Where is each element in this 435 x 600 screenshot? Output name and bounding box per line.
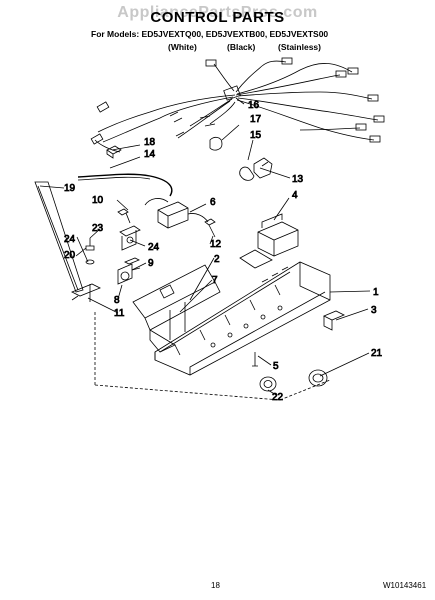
callout-24-right: 24 [148, 242, 160, 253]
finish-black: (Black) [227, 42, 256, 52]
callout-24-left: 24 [64, 234, 76, 245]
callout-5: 5 [273, 361, 279, 372]
watermark: AppliancePartsPros.com [117, 4, 318, 21]
callout-12: 12 [210, 239, 222, 250]
models-line: For Models: ED5JVEXTQ00, ED5JVEXTB00, ED… [91, 29, 329, 39]
finish-stainless: (Stainless) [278, 42, 321, 52]
callout-10: 10 [92, 195, 104, 206]
callout-4: 4 [292, 190, 298, 201]
screw-5 [252, 352, 258, 367]
callout-23: 23 [92, 223, 104, 234]
callout-15: 15 [250, 130, 262, 141]
knob-22 [259, 376, 277, 392]
lamp-socket [209, 136, 273, 181]
callout-7: 7 [212, 275, 218, 286]
finish-white: (White) [168, 42, 197, 52]
callout-16: 16 [248, 100, 260, 111]
bracket-3 [323, 310, 345, 331]
callout-6: 6 [210, 197, 216, 208]
page-number: 18 [211, 581, 220, 590]
callout-8: 8 [114, 295, 120, 306]
wire-harness [90, 57, 385, 153]
knob-21 [308, 369, 328, 387]
callout-17: 17 [250, 114, 262, 125]
connector-18 [106, 145, 122, 159]
screw-12 [204, 218, 216, 238]
callout-20: 20 [64, 250, 76, 261]
callout-3: 3 [371, 305, 377, 316]
outline-frame [94, 310, 331, 401]
callout-14: 14 [144, 149, 156, 160]
switch-6 [144, 198, 209, 229]
callout-11: 11 [114, 308, 125, 319]
wire-14-b [77, 176, 151, 181]
control-panel-plate [132, 264, 221, 353]
control-housing [154, 249, 331, 376]
callout-13: 13 [292, 174, 304, 185]
callout-22: 22 [272, 392, 284, 403]
wire-14 [77, 173, 173, 197]
callout-2: 2 [214, 254, 220, 265]
callout-18: 18 [144, 137, 156, 148]
callouts: 16 17 15 18 14 13 4 6 10 19 23 24 20 24 … [64, 100, 383, 404]
leader-lines [39, 97, 371, 396]
document-code: W10143461 [383, 581, 427, 590]
callout-1: 1 [373, 287, 379, 298]
callout-9: 9 [148, 258, 154, 269]
callout-21: 21 [371, 348, 383, 359]
callout-19: 19 [64, 183, 76, 194]
switch-lever [71, 238, 101, 302]
bracket-assembly [117, 208, 141, 285]
page-title: CONTROL PARTS [150, 9, 285, 26]
rod-19 [34, 181, 84, 293]
control-module [257, 213, 299, 257]
